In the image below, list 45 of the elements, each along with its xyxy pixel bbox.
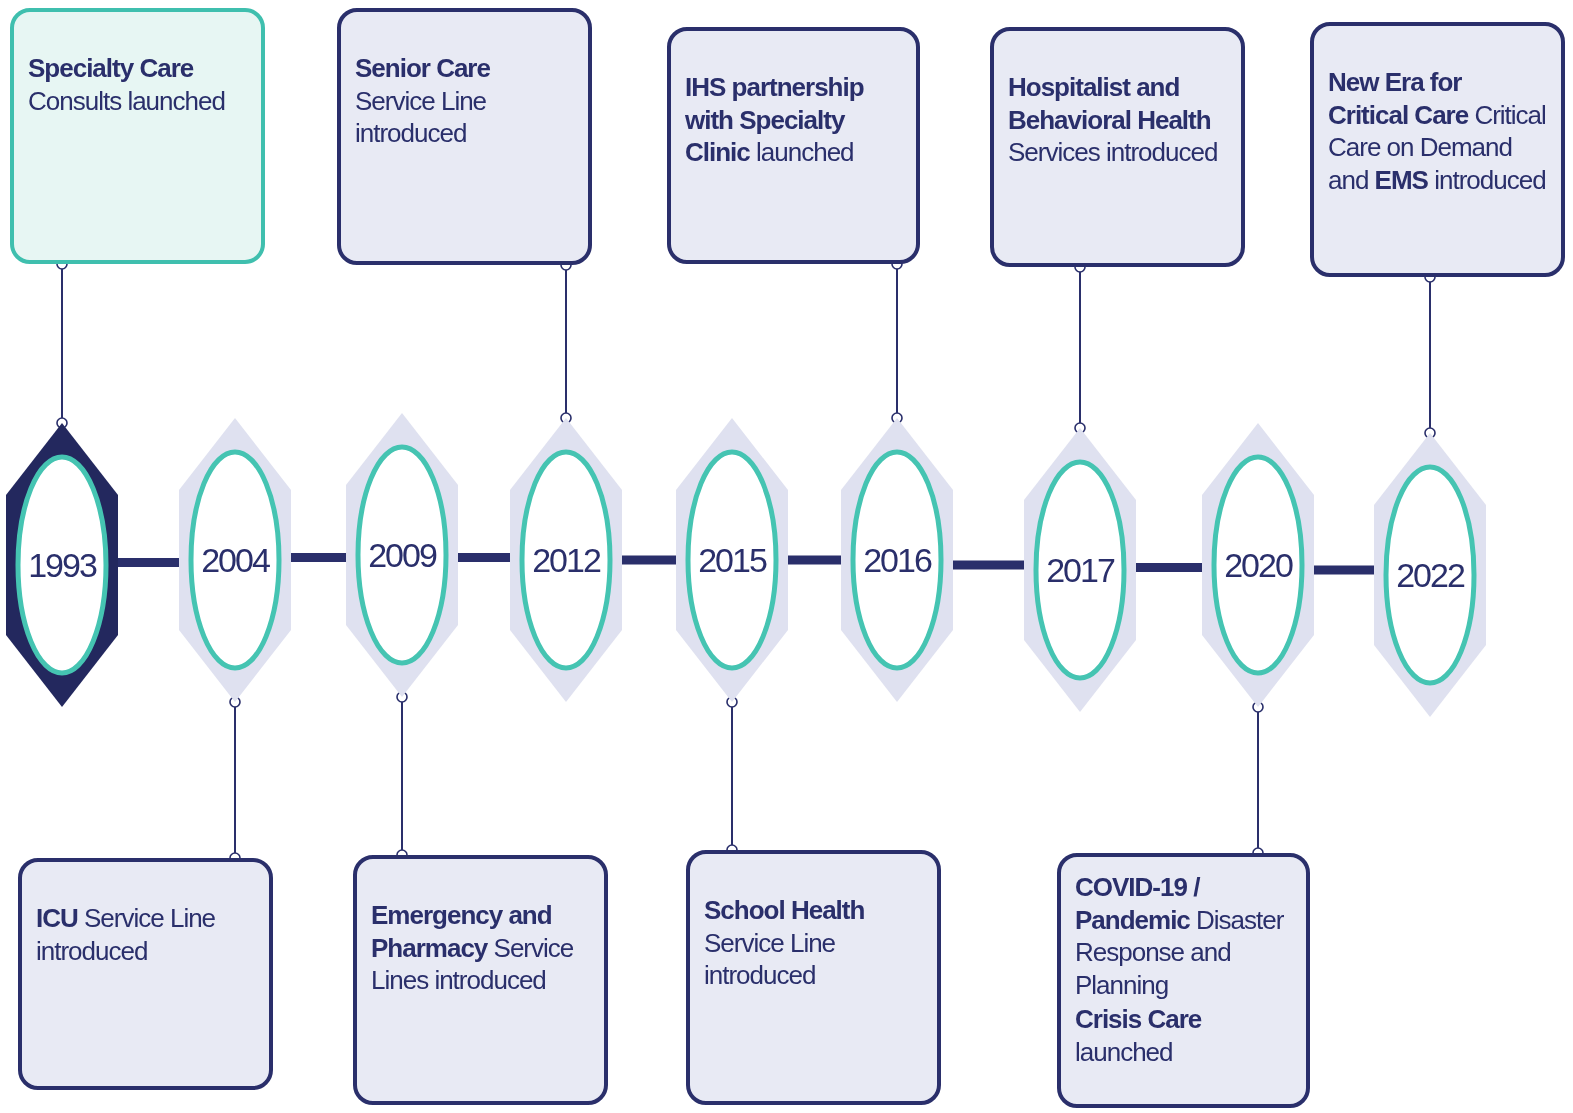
year-hexagon <box>510 418 622 702</box>
milestone-text: Emergency and Pharmacy Service Lines introduced <box>371 899 575 997</box>
year-hexagon <box>1374 433 1486 717</box>
year-label: 2016 <box>862 540 933 580</box>
milestone-text: Hospitalist and Behavioral Health Services introduced <box>1008 71 1219 169</box>
milestone-text: Specialty Care Consults launched <box>28 52 226 117</box>
milestone-card <box>667 27 920 264</box>
milestone-text: Crisis Care launched <box>1075 1003 1203 1068</box>
year-label: 2004 <box>200 540 271 580</box>
timeline-line <box>458 553 510 562</box>
year-label: 2009 <box>367 535 438 575</box>
year-label: 2017 <box>1045 550 1116 590</box>
milestone-text: ICU Service Line introduced <box>36 902 217 967</box>
milestone-card <box>990 27 1245 267</box>
timeline-line <box>291 553 346 562</box>
year-hexagon <box>1202 423 1314 707</box>
year-hexagon <box>841 418 953 702</box>
timeline-line <box>1314 565 1374 575</box>
milestone-card <box>1057 853 1310 1108</box>
milestone-text: New Era for Critical Care Critical Care on Demand and EMS introduced <box>1328 66 1547 196</box>
year-hexagon <box>1024 428 1136 712</box>
timeline-line <box>1136 563 1202 572</box>
timeline-line <box>953 560 1024 570</box>
year-label: 1993 <box>27 545 98 585</box>
year-label: 2020 <box>1223 545 1294 585</box>
timeline-line <box>788 555 841 565</box>
milestone-card <box>1310 22 1565 277</box>
milestone-text: COVID-19 / Pandemic Disaster Response and Planning <box>1075 871 1285 1001</box>
timeline-line <box>622 555 676 565</box>
year-label: 2022 <box>1395 555 1466 595</box>
milestone-card <box>18 858 273 1090</box>
year-hexagon <box>676 418 788 702</box>
milestone-card <box>337 8 592 265</box>
milestone-card <box>686 850 941 1105</box>
year-hexagon <box>346 413 458 697</box>
timeline-line <box>118 558 179 567</box>
year-label: 2012 <box>531 540 602 580</box>
milestone-card <box>353 855 608 1105</box>
milestone-text: Senior Care Service Line introduced <box>355 52 491 150</box>
year-hexagon <box>179 418 291 702</box>
milestone-text: School Health Service Line introduced <box>704 894 866 992</box>
milestone-text: IHS partnership with Specialty Clinic launched <box>685 71 865 169</box>
year-label: 2015 <box>697 540 768 580</box>
milestone-card <box>10 8 265 264</box>
year-hexagon <box>6 423 118 707</box>
